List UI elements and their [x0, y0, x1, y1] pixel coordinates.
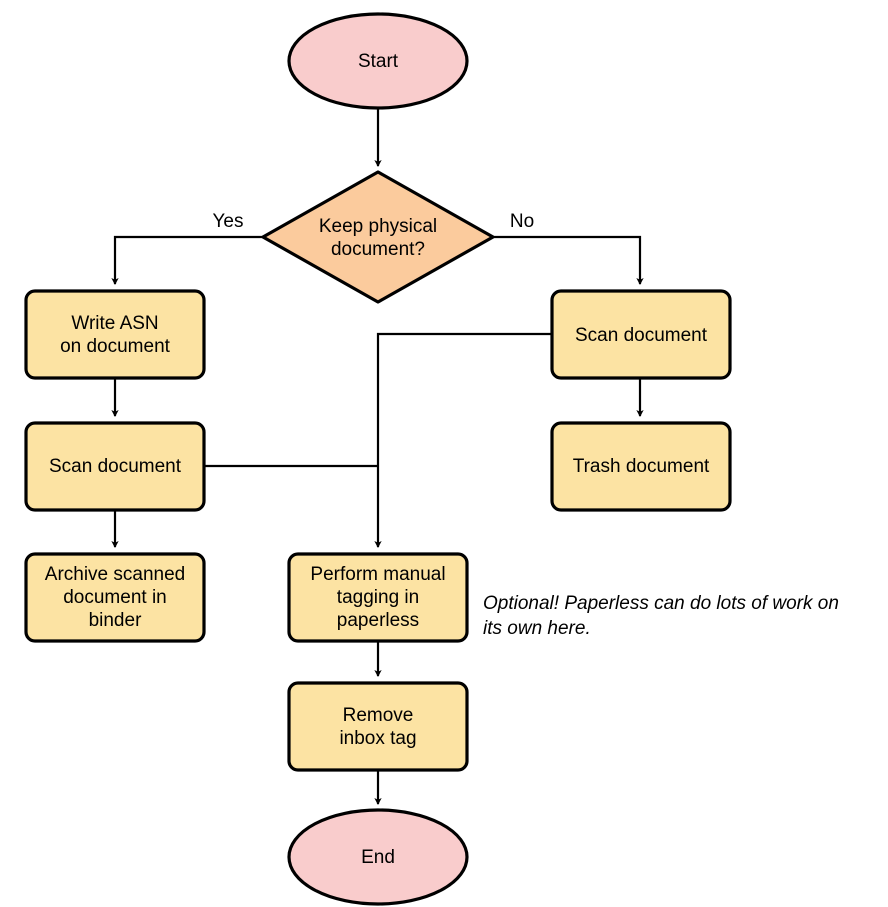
- edge-scan-right-to-tagging: [374, 332, 552, 548]
- optional-note-line1: Optional! Paperless can do lots of work …: [483, 593, 839, 614]
- trash-document-box: [550, 421, 732, 512]
- archive-binder-box: [24, 552, 206, 643]
- write-asn-box: [24, 289, 206, 380]
- optional-note-line2: its own here.: [483, 618, 591, 639]
- remove-inbox-tag-label-line1: Remove: [343, 705, 414, 726]
- scan-document-right-label: Scan document: [575, 325, 708, 346]
- start-label: Start: [358, 51, 399, 72]
- connector-layer: [111, 109, 644, 805]
- node-write-asn[interactable]: Write ASN on document: [24, 289, 206, 380]
- node-remove-inbox-tag[interactable]: Remove inbox tag: [287, 681, 469, 772]
- edge-label-yes: Yes: [213, 211, 244, 232]
- write-asn-label-line2: on document: [60, 336, 171, 357]
- archive-binder-label-line3: binder: [89, 610, 142, 631]
- trash-document-label: Trash document: [573, 456, 710, 477]
- node-start[interactable]: Start: [287, 12, 469, 110]
- scan-document-left-label: Scan document: [49, 456, 182, 477]
- start-ellipse: [287, 12, 469, 110]
- annotation-optional-note: Optional! Paperless can do lots of work …: [483, 593, 839, 639]
- scan-document-right-box: [550, 289, 732, 380]
- edge-decision-no: [493, 235, 644, 285]
- edge-decision-yes: [111, 235, 263, 285]
- manual-tagging-label-line3: paperless: [337, 610, 419, 631]
- remove-inbox-tag-label-line2: inbox tag: [339, 728, 416, 749]
- write-asn-label-line1: Write ASN: [71, 313, 158, 334]
- node-trash-document[interactable]: Trash document: [550, 421, 732, 512]
- node-manual-tagging[interactable]: Perform manual tagging in paperless: [287, 552, 469, 643]
- end-ellipse: [287, 808, 469, 906]
- end-label: End: [361, 847, 395, 868]
- decision-diamond: [261, 170, 495, 304]
- node-scan-document-right[interactable]: Scan document: [550, 289, 732, 380]
- remove-inbox-tag-box: [287, 681, 469, 772]
- node-archive-binder[interactable]: Archive scanned document in binder: [24, 552, 206, 643]
- node-scan-document-left[interactable]: Scan document: [24, 421, 206, 512]
- decision-label-line2: document?: [331, 239, 425, 260]
- node-end[interactable]: End: [287, 808, 469, 906]
- decision-label-line1: Keep physical: [319, 216, 437, 237]
- archive-binder-label-line1: Archive scanned: [45, 564, 185, 585]
- manual-tagging-box: [287, 552, 469, 643]
- edge-label-no: No: [510, 211, 534, 232]
- archive-binder-label-line2: document in: [63, 587, 167, 608]
- manual-tagging-label-line1: Perform manual: [310, 564, 445, 585]
- node-keep-physical-document[interactable]: Keep physical document?: [261, 170, 495, 304]
- manual-tagging-label-line2: tagging in: [337, 587, 419, 608]
- scan-document-left-box: [24, 421, 206, 512]
